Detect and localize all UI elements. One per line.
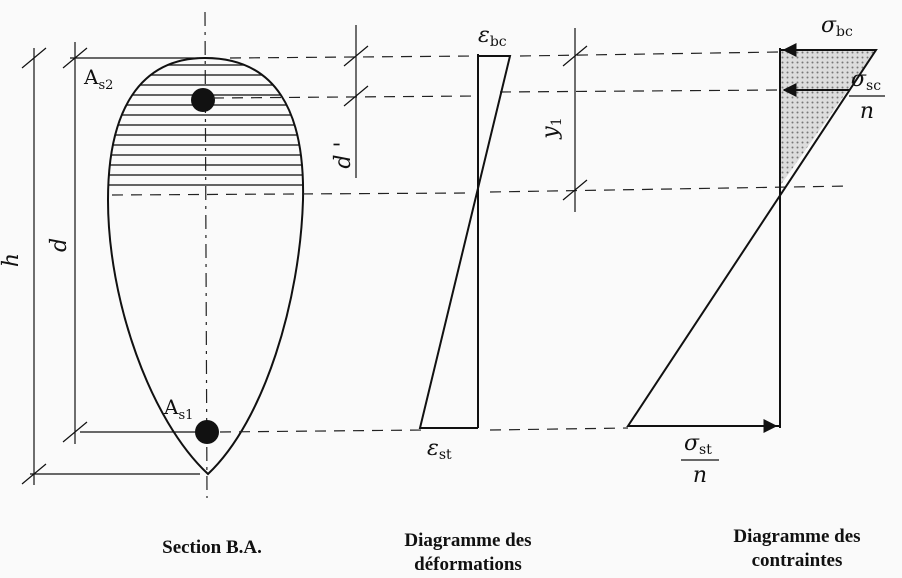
section-axis — [204, 11, 208, 499]
label-sigma-bc: σbc — [821, 13, 853, 40]
svg-text:σst: σst — [684, 431, 712, 458]
label-As1: As1 — [163, 395, 193, 423]
stress-profile — [626, 49, 878, 427]
label-h: h — [0, 253, 24, 267]
svg-text:n: n — [693, 463, 707, 488]
rebar-top — [191, 88, 215, 112]
label-d: d — [47, 238, 72, 252]
compression-stress-fill — [780, 50, 876, 186]
label-As2: As2 — [83, 65, 113, 93]
label-eps-st: εst — [427, 436, 452, 463]
rebar-bottom — [195, 420, 219, 444]
section-outline — [106, 56, 305, 476]
svg-text:σsc: σsc — [851, 67, 881, 94]
compression-zone-hatching — [108, 58, 303, 194]
caption-stress-line1: Diagramme des — [733, 526, 860, 547]
bottom-steel-dashed-line-right — [489, 427, 629, 431]
compression-steel-dashed-line — [499, 89, 781, 93]
caption-strain-line2: déformations — [414, 554, 522, 575]
label-y1: y1 — [538, 117, 565, 139]
strain-profile — [418, 55, 512, 429]
d-prime-dashed-line — [212, 95, 479, 99]
label-sigma-st-over-n: σst n — [681, 431, 719, 488]
neutral-axis-line-right — [489, 185, 851, 193]
neutral-axis-line-left — [111, 192, 471, 196]
bottom-steel-dashed-line — [219, 429, 426, 433]
svg-text:n: n — [860, 99, 874, 124]
caption-section: Section B.A. — [162, 537, 262, 558]
label-eps-bc: εbc — [478, 23, 507, 50]
caption-strain-line1: Diagramme des — [404, 530, 531, 551]
caption-stress-line2: contraintes — [752, 550, 843, 571]
top-dashed-line-right — [519, 51, 781, 57]
label-sigma-sc-over-n: σsc n — [849, 67, 885, 124]
label-d-prime: d ' — [331, 141, 356, 168]
